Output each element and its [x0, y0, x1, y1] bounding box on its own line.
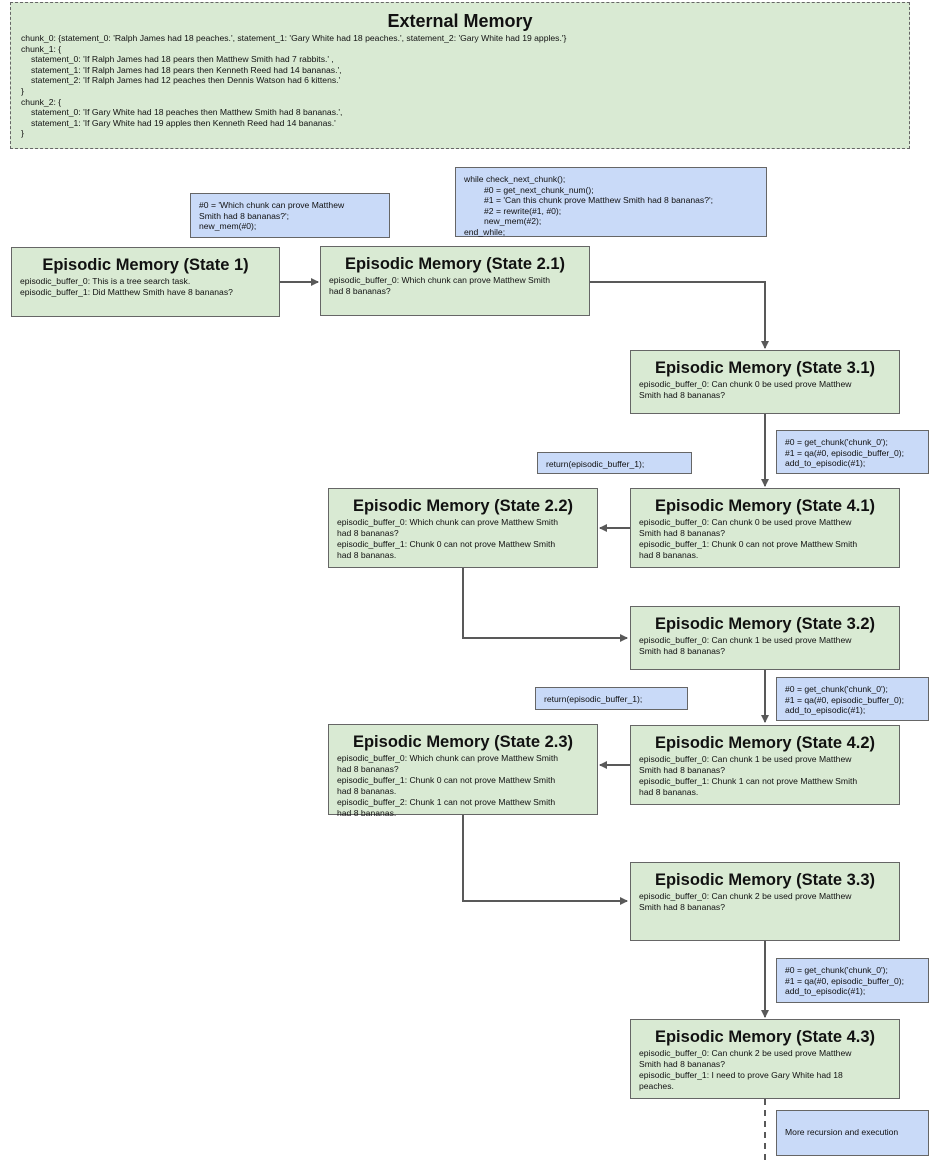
arrow-state22-to-state32: [462, 568, 628, 642]
state-line: episodic_buffer_1: Chunk 0 can not prove…: [639, 539, 858, 549]
state-line: peaches.: [639, 1081, 674, 1091]
external-memory-line: statement_0: 'If Gary White had 18 peach…: [31, 107, 343, 118]
code-line: #1 = qa(#0, episodic_buffer_0);: [785, 447, 905, 458]
state-title: Episodic Memory (State 4.3): [654, 1028, 876, 1046]
code-line: #0 = get_next_chunk_num();: [484, 184, 594, 195]
code-line: #0 = get_chunk('chunk_0');: [785, 684, 888, 694]
state-4-3: Episodic Memory (State 4.3) episodic_buf…: [630, 1019, 900, 1099]
state-line: episodic_buffer_1: Chunk 0 can not prove…: [337, 539, 556, 549]
code-line: #0 = get_chunk('chunk_0');: [785, 965, 888, 975]
code-block-while-loop: while check_next_chunk(); #0 = get_next_…: [455, 167, 767, 237]
state-line: episodic_buffer_0: Which chunk can prove…: [329, 275, 551, 285]
code-line: #1 = qa(#0, episodic_buffer_0);: [785, 694, 905, 705]
external-memory-line: chunk_1: {: [21, 43, 62, 54]
code-block-qa-chunk-0: #0 = get_chunk('chunk_0'); #1 = qa(#0, e…: [776, 430, 929, 474]
state-line: episodic_buffer_0: Which chunk can prove…: [337, 753, 559, 763]
state-line: had 8 bananas.: [639, 550, 699, 560]
state-4-1: Episodic Memory (State 4.1) episodic_buf…: [630, 488, 900, 568]
code-line: #0 = 'Which chunk can prove Matthew: [199, 200, 345, 210]
state-line: episodic_buffer_1: Did Matthew Smith hav…: [20, 287, 233, 297]
state-title: Episodic Memory (State 2.1): [344, 255, 566, 273]
state-2-3: Episodic Memory (State 2.3) episodic_buf…: [328, 724, 598, 818]
state-title: Episodic Memory (State 2.3): [352, 733, 574, 751]
state-line: episodic_buffer_1: I need to prove Gary …: [639, 1070, 843, 1080]
code-line: #1 = 'Can this chunk prove Matthew Smith…: [484, 195, 714, 206]
external-memory-line: chunk_0: {statement_0: 'Ralph James had …: [21, 33, 567, 43]
state-title: Episodic Memory (State 3.3): [654, 871, 876, 889]
external-memory-line: statement_1: 'If Ralph James had 18 pear…: [31, 64, 342, 75]
code-block-more-recursion: More recursion and execution: [776, 1110, 929, 1156]
state-line: episodic_buffer_0: Can chunk 0 be used p…: [639, 379, 852, 389]
code-line: add_to_episodic(#1);: [785, 458, 866, 469]
state-line: had 8 bananas.: [639, 787, 699, 797]
code-line: while check_next_chunk();: [464, 174, 566, 184]
state-title: Episodic Memory (State 3.1): [654, 359, 876, 377]
state-line: episodic_buffer_2: Chunk 1 can not prove…: [337, 797, 556, 807]
state-3-1: Episodic Memory (State 3.1) episodic_buf…: [630, 350, 900, 414]
state-line: had 8 bananas.: [337, 550, 397, 560]
external-memory-line: }: [21, 85, 24, 96]
state-line: had 8 bananas?: [337, 764, 399, 774]
state-line: had 8 bananas.: [337, 808, 397, 818]
state-line: Smith had 8 bananas?: [639, 646, 726, 656]
external-memory-line: statement_0: 'If Ralph James had 18 pear…: [31, 54, 334, 65]
state-line: episodic_buffer_1: Chunk 0 can not prove…: [337, 775, 556, 785]
external-memory-line: statement_1: 'If Gary White had 19 apple…: [31, 117, 336, 128]
external-memory-line: chunk_2: {: [21, 96, 62, 107]
state-4-2: Episodic Memory (State 4.2) episodic_buf…: [630, 725, 900, 805]
state-line: episodic_buffer_0: Can chunk 0 be used p…: [639, 517, 852, 527]
state-line: episodic_buffer_1: Chunk 1 can not prove…: [639, 776, 858, 786]
code-line: #2 = rewrite(#1, #0);: [484, 205, 562, 216]
state-line: episodic_buffer_0: Which chunk can prove…: [337, 517, 559, 527]
state-line: Smith had 8 bananas?: [639, 528, 726, 538]
code-line: More recursion and execution: [785, 1127, 899, 1137]
state-title: Episodic Memory (State 2.2): [352, 497, 574, 515]
external-memory-box: External Memory chunk_0: {statement_0: '…: [10, 2, 910, 149]
external-memory-title: External Memory: [387, 11, 533, 31]
state-line: episodic_buffer_0: Can chunk 1 be used p…: [639, 754, 852, 764]
code-line: end_while;: [464, 226, 506, 237]
arrow-state21-to-state31: [590, 281, 769, 349]
state-line: Smith had 8 bananas?: [639, 902, 726, 912]
state-3-3: Episodic Memory (State 3.3) episodic_buf…: [630, 862, 900, 941]
external-memory-line: }: [21, 128, 24, 139]
code-line: new_mem(#0);: [199, 221, 257, 232]
code-line: return(episodic_buffer_1);: [544, 694, 643, 704]
state-line: had 8 bananas?: [329, 286, 391, 296]
code-line: add_to_episodic(#1);: [785, 986, 866, 997]
state-line: episodic_buffer_0: Can chunk 1 be used p…: [639, 635, 852, 645]
code-line: new_mem(#2);: [484, 216, 542, 227]
arrow-state23-to-state33: [462, 815, 628, 905]
state-line: had 8 bananas?: [337, 528, 399, 538]
state-title: Episodic Memory (State 4.2): [654, 734, 876, 752]
state-title: Episodic Memory (State 4.1): [654, 497, 876, 515]
state-line: Smith had 8 bananas?: [639, 390, 726, 400]
code-line: #0 = get_chunk('chunk_0');: [785, 437, 888, 447]
code-block-qa-chunk-1: #0 = get_chunk('chunk_0'); #1 = qa(#0, e…: [776, 677, 929, 721]
code-line: Smith had 8 bananas?';: [199, 210, 290, 221]
state-line: episodic_buffer_0: Can chunk 2 be used p…: [639, 891, 852, 901]
state-line: had 8 bananas.: [337, 786, 397, 796]
state-line: Smith had 8 bananas?: [639, 765, 726, 775]
code-block-new-mem: #0 = 'Which chunk can prove Matthew Smit…: [190, 193, 390, 238]
code-line: add_to_episodic(#1);: [785, 705, 866, 716]
state-line: episodic_buffer_0: Can chunk 2 be used p…: [639, 1048, 852, 1058]
state-line: Smith had 8 bananas?: [639, 1059, 726, 1069]
state-1: Episodic Memory (State 1) episodic_buffe…: [11, 247, 280, 317]
state-2-1: Episodic Memory (State 2.1) episodic_buf…: [320, 246, 590, 316]
code-line: #1 = qa(#0, episodic_buffer_0);: [785, 975, 905, 986]
code-line: return(episodic_buffer_1);: [546, 459, 645, 469]
code-block-qa-chunk-2: #0 = get_chunk('chunk_0'); #1 = qa(#0, e…: [776, 958, 929, 1003]
state-3-2: Episodic Memory (State 3.2) episodic_buf…: [630, 606, 900, 670]
state-title: Episodic Memory (State 1): [42, 256, 249, 274]
code-block-return-2: return(episodic_buffer_1);: [535, 687, 688, 710]
state-2-2: Episodic Memory (State 2.2) episodic_buf…: [328, 488, 598, 568]
state-line: episodic_buffer_0: This is a tree search…: [20, 276, 191, 286]
external-memory-line: statement_2: 'If Ralph James had 12 peac…: [31, 75, 341, 86]
code-block-return-1: return(episodic_buffer_1);: [537, 452, 692, 474]
state-title: Episodic Memory (State 3.2): [654, 615, 876, 633]
